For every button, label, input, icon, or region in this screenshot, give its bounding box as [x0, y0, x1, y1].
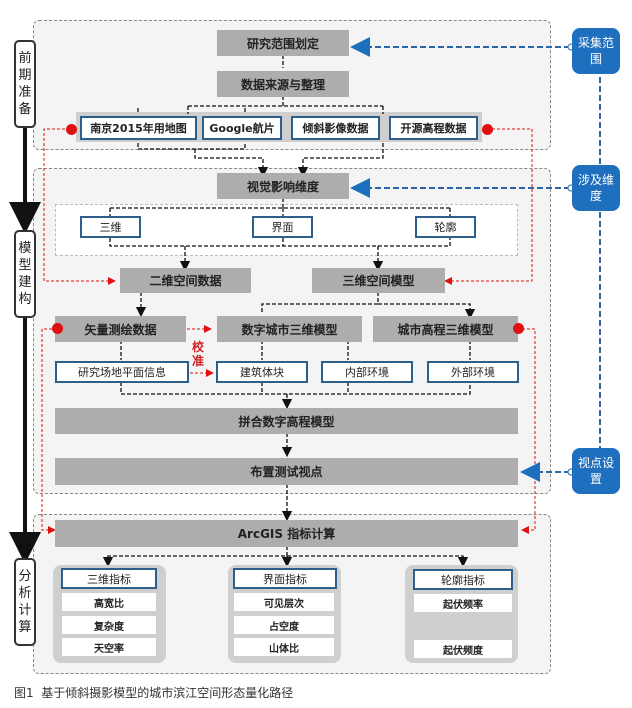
- box-merge-dem: 拼合数字高程模型: [55, 408, 518, 434]
- dim-contour: 轮廓: [415, 216, 476, 238]
- list-item: 起伏频度: [414, 640, 512, 658]
- input-google-aerial: Google航片: [202, 116, 282, 140]
- list-item: 可见层次: [234, 593, 334, 611]
- panel-title: 三维指标: [61, 568, 157, 589]
- panel-title: 轮廓指标: [413, 569, 513, 590]
- marker-dot: [482, 124, 493, 135]
- phase-prep: 前期准备: [14, 40, 36, 128]
- box-viewpoints: 布置测试视点: [55, 458, 518, 485]
- note-dimension: 涉及维度: [572, 165, 620, 211]
- box-city-3d: 数字城市三维模型: [217, 316, 362, 342]
- marker-dot: [52, 323, 63, 334]
- note-viewpoint: 视点设置: [572, 448, 620, 494]
- box-elevation-3d: 城市高程三维模型: [373, 316, 518, 342]
- input-oblique-imagery: 倾斜影像数据: [291, 116, 380, 140]
- box-outer-env: 外部环境: [427, 361, 519, 383]
- list-item: 天空率: [62, 638, 156, 656]
- box-visual-dimension: 视觉影响维度: [217, 173, 349, 199]
- box-2d-data: 二维空间数据: [120, 268, 251, 293]
- phase-model: 模型建构: [14, 230, 36, 318]
- phase-analysis: 分析计算: [14, 558, 36, 646]
- input-landuse-map: 南京2015年用地图: [80, 116, 197, 140]
- box-scope: 研究范围划定: [217, 30, 349, 56]
- note-scope: 采集范围: [572, 28, 620, 74]
- box-site-plan: 研究场地平面信息: [55, 361, 189, 383]
- box-arcgis: ArcGIS 指标计算: [55, 520, 518, 547]
- list-item: 复杂度: [62, 616, 156, 634]
- list-item: 山体比: [234, 638, 334, 656]
- list-item: 高宽比: [62, 593, 156, 611]
- marker-dot: [66, 124, 77, 135]
- box-vector-data: 矢量测绘数据: [55, 316, 186, 342]
- box-inner-env: 内部环境: [321, 361, 413, 383]
- dim-3d: 三维: [80, 216, 141, 238]
- marker-dot: [513, 323, 524, 334]
- input-open-elevation: 开源高程数据: [389, 116, 478, 140]
- box-building: 建筑体块: [216, 361, 308, 383]
- figure-caption: 图1 基于倾斜摄影模型的城市滨江空间形态量化路径: [14, 686, 294, 700]
- box-data-source: 数据来源与整理: [217, 71, 349, 97]
- list-item: 起伏频率: [414, 594, 512, 612]
- panel-title: 界面指标: [233, 568, 337, 589]
- dim-interface: 界面: [252, 216, 313, 238]
- list-item: 占空度: [234, 616, 334, 634]
- box-3d-model: 三维空间模型: [312, 268, 445, 293]
- calibrate-label: 校准: [192, 340, 205, 368]
